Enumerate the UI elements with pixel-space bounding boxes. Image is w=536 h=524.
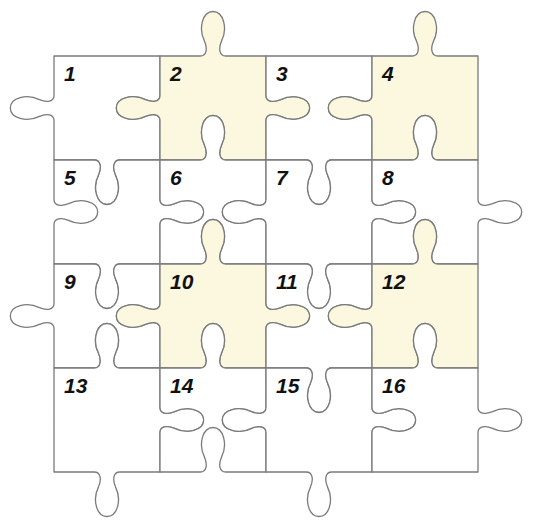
piece-number: 14 [170,375,193,396]
puzzle-piece: 15 [266,368,372,472]
piece-shape [372,323,522,472]
piece-number: 7 [276,167,288,188]
piece-number: 11 [276,271,298,292]
piece-shape [54,323,204,516]
piece-number: 9 [64,271,76,292]
piece-number: 2 [170,63,182,84]
piece-number: 1 [64,63,76,84]
piece-number: 5 [64,167,76,188]
piece-number: 4 [382,63,394,84]
piece-shape [160,323,266,472]
piece-number: 15 [276,375,299,396]
piece-number: 12 [382,271,405,292]
puzzle-piece: 5 [54,160,160,264]
piece-number: 8 [382,167,394,188]
puzzle-piece: 16 [372,368,478,472]
piece-number: 10 [170,271,193,292]
piece-shape [328,219,478,368]
puzzle-piece: 13 [54,368,160,472]
piece-shape [372,115,522,264]
piece-number: 3 [276,63,288,84]
puzzle-piece: 7 [266,160,372,264]
piece-number: 13 [64,375,87,396]
piece-number: 6 [170,167,182,188]
piece-shape [328,11,478,160]
piece-number: 16 [382,375,405,396]
